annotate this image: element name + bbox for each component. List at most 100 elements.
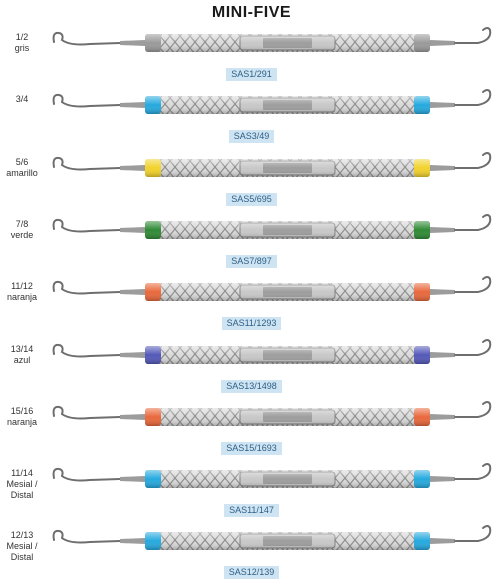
instrument-code: SAS7/897 bbox=[0, 251, 503, 269]
instrument-code-text: SAS11/147 bbox=[224, 504, 279, 518]
right-working-tip bbox=[454, 400, 492, 418]
handle-shading bbox=[145, 532, 430, 551]
right-shank bbox=[430, 40, 455, 46]
instrument-color-name: naranja bbox=[6, 292, 38, 303]
instrument-code: SAS15/1693 bbox=[0, 438, 503, 456]
instrument-code-text: SAS1/291 bbox=[226, 68, 277, 81]
instrument-code: SAS13/1498 bbox=[0, 376, 503, 394]
curette-instrument-image bbox=[52, 463, 492, 489]
curette-instrument-image bbox=[52, 400, 492, 426]
instrument-size: 5/6 bbox=[15, 156, 29, 167]
left-working-tip bbox=[52, 218, 121, 233]
right-shank bbox=[430, 226, 455, 233]
instrument-code: SAS11/1293 bbox=[0, 313, 503, 331]
left-working-tip bbox=[52, 31, 121, 46]
left-shank bbox=[120, 476, 145, 483]
left-working-tip bbox=[52, 343, 121, 357]
instrument-size: 13/14 bbox=[10, 343, 34, 354]
instrument-code-text: SAS11/1293 bbox=[221, 317, 282, 331]
instrument-size: 15/16 bbox=[10, 405, 34, 416]
instrument-code: SAS12/139 bbox=[0, 562, 503, 580]
right-working-tip bbox=[454, 463, 492, 481]
handle-shading bbox=[145, 283, 430, 302]
left-working-tip bbox=[52, 156, 121, 171]
left-shank bbox=[120, 164, 145, 171]
right-working-tip bbox=[454, 338, 492, 356]
left-working-tip bbox=[52, 468, 121, 482]
left-shank bbox=[120, 289, 145, 296]
curette-instrument-image bbox=[52, 338, 492, 364]
handle-shading bbox=[145, 345, 430, 364]
right-shank bbox=[430, 164, 455, 171]
handle-shading bbox=[145, 96, 430, 115]
curette-instrument-image bbox=[52, 276, 492, 302]
instrument-code-text: SAS5/695 bbox=[226, 192, 277, 206]
instrument-color-name: Mesial / Distal bbox=[6, 479, 38, 501]
instrument-code-text: SAS3/49 bbox=[228, 130, 275, 144]
instrument-size: 11/14 bbox=[11, 468, 33, 479]
left-shank bbox=[120, 351, 145, 358]
right-working-tip bbox=[454, 89, 492, 107]
instrument-code: SAS5/695 bbox=[0, 189, 503, 207]
instrument-color-name: azul bbox=[13, 354, 31, 365]
instrument-size: 11/12 bbox=[11, 281, 33, 292]
right-working-tip bbox=[454, 27, 492, 44]
instrument-size: 7/8 bbox=[15, 218, 29, 229]
instrument-size: 12/13 bbox=[10, 530, 34, 541]
instrument-code-text: SAS7/897 bbox=[226, 254, 277, 268]
instrument-label: 3/4 bbox=[0, 94, 44, 105]
instrument-size: 1/2 bbox=[15, 32, 29, 42]
left-working-tip bbox=[52, 281, 121, 295]
right-working-tip bbox=[454, 276, 492, 294]
page-title: MINI-FIVE bbox=[211, 4, 292, 21]
instrument-color-name: naranja bbox=[6, 416, 38, 427]
left-shank bbox=[120, 413, 145, 420]
handle-shading bbox=[145, 407, 430, 426]
instrument-color-name: gris bbox=[14, 43, 30, 53]
right-working-tip bbox=[454, 525, 492, 543]
right-working-tip bbox=[454, 213, 492, 231]
instrument-code: SAS11/147 bbox=[0, 500, 503, 518]
instrument-code-text: SAS13/1498 bbox=[221, 379, 282, 393]
handle-shading bbox=[145, 34, 430, 52]
right-shank bbox=[430, 289, 455, 296]
right-working-tip bbox=[454, 151, 492, 169]
right-shank bbox=[430, 476, 455, 483]
left-shank bbox=[120, 40, 145, 46]
instrument-color-name: amarillo bbox=[6, 167, 38, 178]
handle-shading bbox=[145, 220, 430, 239]
curette-instrument-image bbox=[52, 151, 492, 177]
handle-shading bbox=[145, 158, 430, 177]
instrument-size: 3/4 bbox=[15, 94, 29, 105]
right-shank bbox=[430, 102, 455, 109]
right-shank bbox=[430, 538, 455, 545]
instrument-code-text: SAS12/139 bbox=[223, 566, 280, 580]
left-working-tip bbox=[52, 94, 121, 108]
instrument-code: SAS1/291 bbox=[0, 64, 503, 82]
handle-shading bbox=[145, 470, 430, 489]
right-shank bbox=[430, 351, 455, 358]
instrument-code-text: SAS15/1693 bbox=[221, 441, 282, 455]
curette-instrument-image bbox=[52, 27, 492, 52]
instrument-code: SAS3/49 bbox=[0, 126, 503, 144]
instrument-color-name: verde bbox=[10, 229, 34, 240]
curette-instrument-image bbox=[52, 525, 492, 551]
left-shank bbox=[120, 102, 145, 109]
left-shank bbox=[120, 538, 145, 545]
